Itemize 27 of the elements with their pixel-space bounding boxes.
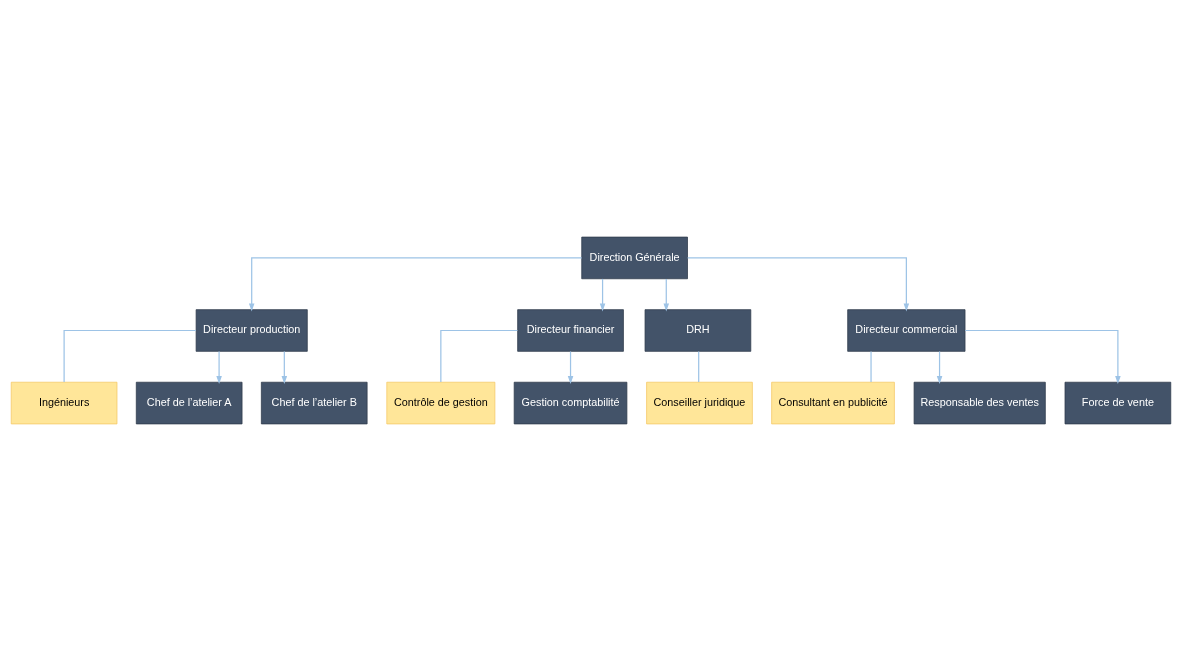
node-box: DRH — [644, 309, 752, 352]
node-box: Directeur commercial — [847, 309, 966, 352]
node-box: Chef de l’atelier B — [260, 381, 368, 425]
arrow — [687, 257, 910, 312]
arrow — [281, 350, 288, 384]
node-box: Gestion comptabilité — [513, 381, 628, 425]
arrow — [248, 257, 583, 312]
arrow — [964, 329, 1121, 384]
connector — [440, 329, 519, 383]
arrow — [216, 350, 222, 384]
node-box: Conseiller juridique — [646, 381, 753, 425]
node-box: Consultant en publicité — [771, 381, 895, 425]
node-box: Responsable des ventes — [913, 381, 1046, 425]
node-box: Directeur production — [195, 309, 308, 352]
node-box: Direction Générale — [581, 236, 688, 280]
arrow — [663, 278, 670, 312]
arrow — [936, 350, 943, 384]
node-box: Contrôle de gestion — [386, 381, 496, 425]
node-box: Chef de l’atelier A — [135, 381, 243, 425]
arrow — [599, 278, 606, 312]
node-box: Directeur financier — [517, 309, 624, 352]
node-box: Ingénieurs — [10, 381, 118, 425]
arrow — [567, 350, 574, 384]
connector — [63, 329, 197, 383]
connector — [698, 350, 700, 383]
connector — [870, 350, 872, 383]
node-box: Force de vente — [1064, 381, 1172, 425]
